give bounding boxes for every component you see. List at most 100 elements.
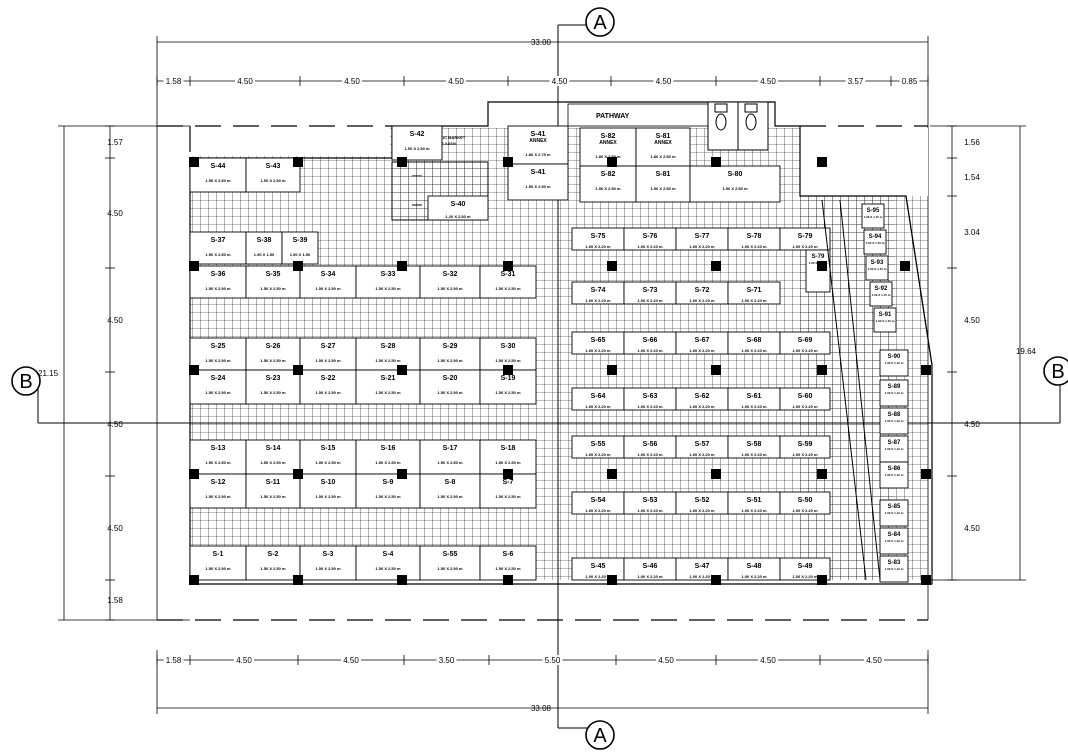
stall-s-79[interactable]: S-791.00 X 2.20 m: [779, 227, 831, 251]
stall-s-86[interactable]: S-861.00 X 1.12 m: [879, 461, 909, 489]
stall-s-66[interactable]: S-661.00 X 2.20 m: [623, 331, 677, 355]
stall-s-59[interactable]: S-591.00 X 2.20 m: [779, 435, 831, 459]
stall-s-17[interactable]: S-171.50 X 2.50 m: [419, 439, 481, 475]
stall-s-3[interactable]: S-31.50 X 2.50 m: [299, 545, 357, 581]
stall-s-18[interactable]: S-181.50 X 2.50 m: [479, 439, 537, 475]
stall-s-73[interactable]: S-731.00 X 2.20 m: [623, 281, 677, 305]
stall-s-46[interactable]: S-461.00 X 2.20 m: [623, 557, 677, 581]
stall-s-22[interactable]: S-221.50 X 2.50 m: [299, 369, 357, 405]
stall-s-90[interactable]: S-901.00 X 1.12 m: [879, 349, 909, 377]
stall-s-80[interactable]: S-801.50 X 2.50 m: [689, 165, 781, 203]
stall-s-60[interactable]: S-601.00 X 2.20 m: [779, 387, 831, 411]
stall-s-42[interactable]: S-421.50 X 2.50 m: [391, 125, 443, 161]
stall-s-85[interactable]: S-851.00 X 1.12 m: [879, 499, 909, 527]
stall-s-56[interactable]: S-561.00 X 2.20 m: [623, 435, 677, 459]
stall-s-27[interactable]: S-271.50 X 2.50 m: [299, 337, 357, 371]
stall-s-8[interactable]: S-81.50 X 2.50 m: [419, 473, 481, 509]
stall-s-58[interactable]: S-581.00 X 2.20 m: [727, 435, 781, 459]
stall-s-49[interactable]: S-491.00 X 2.20 m: [779, 557, 831, 581]
stall-s-14[interactable]: S-141.50 X 2.50 m: [245, 439, 301, 475]
stall-s-65[interactable]: S-651.00 X 2.20 m: [571, 331, 625, 355]
stall-s-2[interactable]: S-21.50 X 2.50 m: [245, 545, 301, 581]
stall-s-83[interactable]: S-831.00 X 1.12 m: [879, 555, 909, 583]
stall-s-95[interactable]: S-951.00 X 1.15 m: [861, 203, 885, 229]
stall-s-91[interactable]: S-911.00 X 1.15 m: [873, 307, 897, 333]
stall-s-39[interactable]: S-391.50 X 1.50: [281, 231, 319, 265]
stall-s-54[interactable]: S-541.00 X 2.20 m: [571, 491, 625, 515]
stall-s-44[interactable]: S-441.50 X 2.50 m: [189, 157, 247, 193]
stall-s-13[interactable]: S-131.50 X 2.50 m: [189, 439, 247, 475]
stall-s-81[interactable]: S-811.50 X 2.50 m: [635, 165, 691, 203]
stall-s-23[interactable]: S-231.50 X 2.50 m: [245, 369, 301, 405]
stall-s-61[interactable]: S-611.00 X 2.20 m: [727, 387, 781, 411]
stall-s-50[interactable]: S-501.00 X 2.20 m: [779, 491, 831, 515]
stall-s-88[interactable]: S-881.00 X 1.12 m: [879, 407, 909, 435]
stall-s-7[interactable]: S-71.50 X 2.50 m: [479, 473, 537, 509]
stall-s-48[interactable]: S-481.00 X 2.20 m: [727, 557, 781, 581]
stall-s-16[interactable]: S-161.50 X 2.50 m: [355, 439, 421, 475]
stall-s-45[interactable]: S-451.00 X 2.20 m: [571, 557, 625, 581]
stall-s-31[interactable]: S-311.50 X 2.50 m: [479, 265, 537, 299]
stall-s-12[interactable]: S-121.50 X 2.50 m: [189, 473, 247, 509]
stall-s-35[interactable]: S-351.50 X 2.50 m: [245, 265, 301, 299]
stall-s-62[interactable]: S-621.00 X 2.20 m: [675, 387, 729, 411]
stall-s-29[interactable]: S-291.50 X 2.50 m: [419, 337, 481, 371]
stall-s-47[interactable]: S-471.00 X 2.20 m: [675, 557, 729, 581]
stall-s-87[interactable]: S-871.00 X 1.12 m: [879, 435, 909, 463]
stall-s-68[interactable]: S-681.00 X 2.20 m: [727, 331, 781, 355]
stall-s-20[interactable]: S-201.50 X 2.50 m: [419, 369, 481, 405]
stall-s-10[interactable]: S-101.50 X 2.50 m: [299, 473, 357, 509]
stall-s-93[interactable]: S-931.00 X 1.15 m: [865, 255, 889, 281]
stall-s-72[interactable]: S-721.00 X 2.20 m: [675, 281, 729, 305]
stall-s-51[interactable]: S-511.00 X 2.20 m: [727, 491, 781, 515]
stall-s-63[interactable]: S-631.00 X 2.20 m: [623, 387, 677, 411]
stall-s-37[interactable]: S-371.50 X 2.50 m: [189, 231, 247, 265]
stall-s-34[interactable]: S-341.50 X 2.50 m: [299, 265, 357, 299]
stall-s-6[interactable]: S-61.50 X 2.50 m: [479, 545, 537, 581]
stall-s-94[interactable]: S-941.00 X 1.15 m: [863, 229, 887, 255]
stall-size: 1.50 X 1.50: [290, 252, 311, 257]
stall-s-76[interactable]: S-761.00 X 2.20 m: [623, 227, 677, 251]
stall-s-38[interactable]: S-381.50 X 1.50: [245, 231, 283, 265]
stall-s-1[interactable]: S-11.50 X 2.50 m: [189, 545, 247, 581]
stall-s-74[interactable]: S-741.00 X 2.20 m: [571, 281, 625, 305]
stall-s-32[interactable]: S-321.50 X 2.50 m: [419, 265, 481, 299]
stall-s-52[interactable]: S-521.00 X 2.20 m: [675, 491, 729, 515]
stall-s-69[interactable]: S-691.00 X 2.20 m: [779, 331, 831, 355]
stall-s-11[interactable]: S-111.50 X 2.50 m: [245, 473, 301, 509]
stall-s-19[interactable]: S-191.50 X 2.50 m: [479, 369, 537, 405]
stall-s-21[interactable]: S-211.50 X 2.50 m: [355, 369, 421, 405]
stall-s-77[interactable]: S-771.00 X 2.20 m: [675, 227, 729, 251]
stall-s-53[interactable]: S-531.00 X 2.20 m: [623, 491, 677, 515]
stall-id: S-79: [812, 254, 825, 260]
stall-s-67[interactable]: S-671.00 X 2.20 m: [675, 331, 729, 355]
stall-s-9[interactable]: S-91.50 X 2.50 m: [355, 473, 421, 509]
stall-s-40[interactable]: S-401.20 X 2.50 m: [427, 195, 489, 221]
stall-id: S-90: [888, 354, 901, 360]
stall-id: S-43: [266, 163, 281, 170]
stall-s-41[interactable]: S-411.50 X 2.50 m: [507, 163, 569, 201]
stall-s-75[interactable]: S-751.00 X 2.20 m: [571, 227, 625, 251]
stall-s-4[interactable]: S-41.50 X 2.50 m: [355, 545, 421, 581]
stall-s-36[interactable]: S-361.50 X 2.50 m: [189, 265, 247, 299]
stall-s-28[interactable]: S-281.50 X 2.50 m: [355, 337, 421, 371]
stall-s-15[interactable]: S-151.50 X 2.50 m: [299, 439, 357, 475]
stall-s-71[interactable]: S-711.00 X 2.20 m: [727, 281, 781, 305]
stall-s-57[interactable]: S-571.00 X 2.20 m: [675, 435, 729, 459]
stall-s-92[interactable]: S-921.00 X 1.15 m: [869, 281, 893, 307]
stall-s-78[interactable]: S-781.00 X 2.20 m: [727, 227, 781, 251]
stall-s-33[interactable]: S-331.50 X 2.50 m: [355, 265, 421, 299]
stall-s-24[interactable]: S-241.50 X 2.50 m: [189, 369, 247, 405]
stall-s-82[interactable]: S-821.50 X 2.50 m: [579, 165, 637, 203]
stall-s-55[interactable]: S-551.00 X 2.20 m: [571, 435, 625, 459]
stall-s-30[interactable]: S-301.50 X 2.50 m: [479, 337, 537, 371]
stall-size: 1.50 X 2.50 m: [315, 390, 341, 395]
stall-s-89[interactable]: S-891.00 X 1.12 m: [879, 379, 909, 407]
stall-s-43[interactable]: S-431.50 X 2.50 m: [245, 157, 301, 193]
stall-s-64[interactable]: S-641.00 X 2.20 m: [571, 387, 625, 411]
stall-s-84[interactable]: S-841.00 X 1.12 m: [879, 527, 909, 555]
stall-s-26[interactable]: S-261.50 X 2.50 m: [245, 337, 301, 371]
stall-s-55[interactable]: S-551.50 X 2.50 m: [419, 545, 481, 581]
